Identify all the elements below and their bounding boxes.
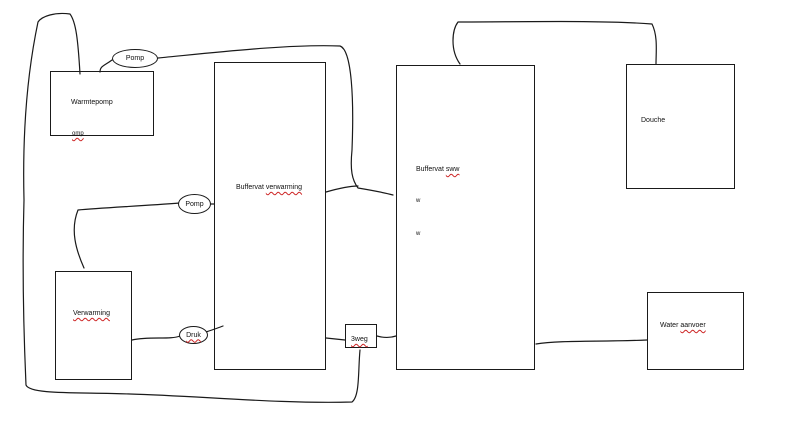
druk-oval: Druk: [179, 326, 208, 344]
warmtepomp-sublabel: omp: [72, 131, 84, 137]
pipe-buffer-3weg: [325, 337, 346, 341]
pipe-3weg-sww: [376, 335, 397, 339]
pomp-mid-oval: Pomp: [178, 194, 211, 214]
warmtepomp-box: [50, 71, 154, 136]
pipe-pomp-top-right: [157, 45, 394, 196]
warmtepomp-label: Warmtepomp: [71, 99, 113, 106]
buffervat-verwarming-box: [214, 62, 326, 370]
pipe-buffer-link: [325, 185, 359, 193]
water-aanvoer-box: [647, 292, 744, 370]
pipe-verwarming-druk: [131, 335, 181, 341]
pomp-top-oval: Pomp: [112, 49, 158, 68]
pipe-pomp-verwarming: [73, 202, 181, 269]
pomp-top-label: Pomp: [125, 55, 145, 62]
buffervat-sww-box: [396, 65, 535, 370]
pomp-mid-label: Pomp: [185, 200, 204, 208]
pipe-warmtepomp-pomp: [99, 59, 113, 73]
buffervat-sww-mark-2: w: [416, 231, 421, 237]
douche-box: [626, 64, 735, 189]
druk-label: Druk: [186, 331, 201, 339]
buffervat-verwarming-label: Buffervat verwarming: [236, 184, 303, 191]
pipe-outer-loop: [22, 12, 361, 403]
water-aanvoer-label: Water aanvoer: [660, 322, 706, 329]
driewegklep-box: [345, 324, 377, 348]
driewegklep-label: 3weg: [351, 336, 368, 343]
pipe-sww-aanvoer: [535, 339, 648, 345]
buffervat-sww-label: Buffervat sww: [416, 166, 460, 173]
verwarming-box: [55, 271, 132, 380]
douche-label: Douche: [641, 117, 666, 124]
buffervat-sww-mark-1: w: [416, 198, 421, 204]
verwarming-label: Verwarming: [73, 310, 110, 317]
pipe-sww-douche: [452, 20, 657, 65]
